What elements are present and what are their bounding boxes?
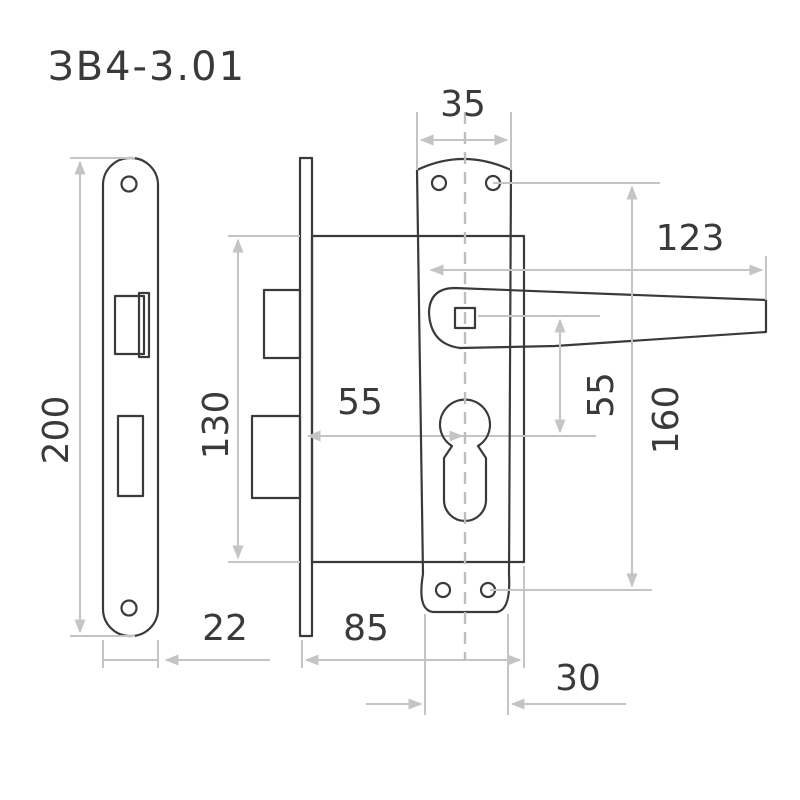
model-title: ЗВ4-3.01: [48, 44, 246, 90]
handle-plate-dimensions: 35 123 55 160 30: [366, 84, 767, 715]
dim-123-label: 123: [656, 218, 725, 259]
dim-35-label: 35: [440, 84, 486, 125]
handle-plate: [415, 157, 513, 614]
lock-body-dimensions: 130 55 85: [196, 235, 596, 668]
dim-30-label: 30: [555, 658, 601, 699]
faceplate-dimensions: 200 22: [36, 157, 270, 668]
faceplate: [101, 156, 160, 638]
lock-body: [250, 156, 526, 638]
handle-lever: [427, 286, 768, 350]
dim-200-label: 200: [36, 396, 77, 465]
dim-22-label: 22: [202, 608, 248, 649]
dim-55-vertical-label: 55: [581, 372, 622, 418]
dim-55-backset-label: 55: [337, 382, 383, 423]
dim-85-label: 85: [343, 608, 389, 649]
dim-130-label: 130: [196, 391, 237, 460]
dim-160-label: 160: [646, 386, 687, 455]
